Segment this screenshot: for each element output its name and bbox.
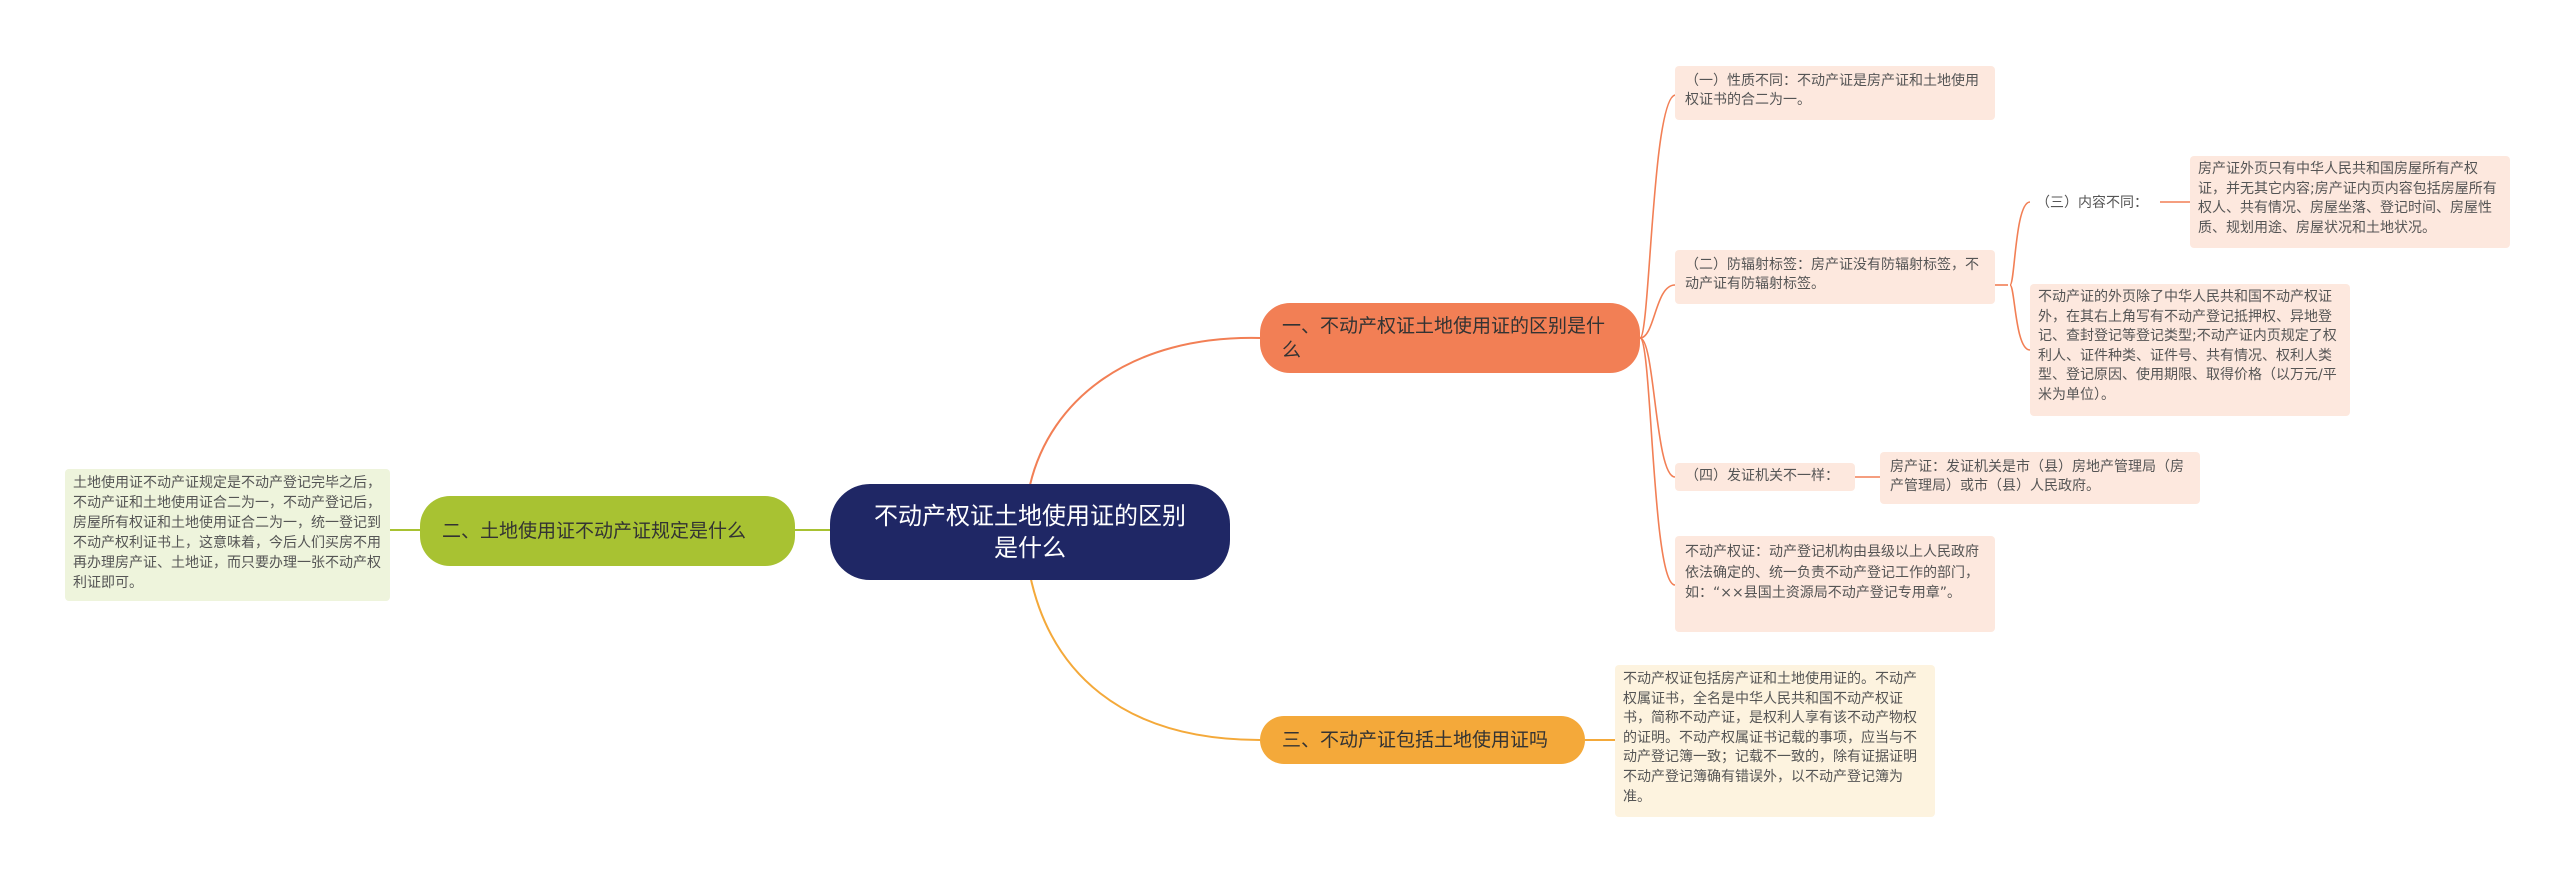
branch-regulation[interactable]: 二、土地使用证不动产证规定是什么 [420,496,795,566]
content-difference-label-text: （三）内容不同： [2036,195,2148,211]
property-cert-content-text: 房产证外页只有中华人民共和国房屋所有产权证，并无其它内容;房产证内页内容包括房屋… [2198,161,2497,236]
branch-difference[interactable]: 一、不动产权证土地使用证的区别是什么 [1260,303,1640,373]
realestate-cert-authority: 不动产权证：动产登记机构由县级以上人民政府依法确定的、统一负责不动产登记工作的部… [1675,536,1995,632]
nature-difference-text: （一）性质不同：不动产证是房产证和土地使用权证书的合二为一。 [1685,73,1979,108]
regulation-detail: 土地使用证不动产证规定是不动产登记完毕之后，不动产证和土地使用证合二为一，不动产… [65,469,390,601]
link-root-b3 [1029,574,1261,741]
link-b1-c4 [1639,337,1676,478]
includes-detail: 不动产权证包括房产证和土地使用证的。不动产权属证书，全名是中华人民共和国不动产权… [1615,665,1935,817]
radiation-label-difference: （二）防辐射标签：房产证没有防辐射标签，不动产证有防辐射标签。 [1675,250,1995,304]
nature-difference: （一）性质不同：不动产证是房产证和土地使用权证书的合二为一。 [1675,66,1995,120]
issuing-authority-label: （四）发证机关不一样： [1675,463,1855,491]
includes-detail-text: 不动产权证包括房产证和土地使用证的。不动产权属证书，全名是中华人民共和国不动产权… [1623,671,1917,805]
link-b1-c1 [1639,94,1676,339]
root-title: 不动产权证土地使用证的区别是什么 [874,502,1186,562]
property-cert-authority: 房产证：发证机关是市（县）房地产管理局（房产管理局）或市（县）人民政府。 [1880,452,2200,504]
link-b1-c5 [1639,337,1676,586]
link-b1-c2 [1639,284,1676,339]
link-root-b1 [1029,336,1261,486]
realestate-cert-authority-text: 不动产权证：动产登记机构由县级以上人民政府依法确定的、统一负责不动产登记工作的部… [1685,544,1979,601]
content-difference-label: （三）内容不同： [2030,190,2160,216]
property-cert-content: 房产证外页只有中华人民共和国房屋所有产权证，并无其它内容;房产证内页内容包括房屋… [2190,156,2510,248]
branch-includes[interactable]: 三、不动产证包括土地使用证吗 [1260,716,1585,764]
radiation-label-difference-text: （二）防辐射标签：房产证没有防辐射标签，不动产证有防辐射标签。 [1685,257,1979,292]
branch-regulation-label: 二、土地使用证不动产证规定是什么 [442,520,747,542]
realestate-cert-content: 不动产证的外页除了中华人民共和国不动产权证外，在其右上角写有不动产登记抵押权、异… [2030,284,2350,416]
branch-difference-label: 一、不动产权证土地使用证的区别是什么 [1282,315,1606,361]
link-c3-d1 [2009,201,2031,286]
property-cert-authority-text: 房产证：发证机关是市（县）房地产管理局（房产管理局）或市（县）人民政府。 [1890,459,2184,494]
root-node[interactable]: 不动产权证土地使用证的区别是什么 [830,484,1230,580]
link-c3-d2 [2009,284,2031,351]
regulation-detail-text: 土地使用证不动产证规定是不动产登记完毕之后，不动产证和土地使用证合二为一，不动产… [73,475,381,591]
branch-includes-label: 三、不动产证包括土地使用证吗 [1282,729,1549,751]
issuing-authority-label-text: （四）发证机关不一样： [1685,468,1839,484]
realestate-cert-content-text: 不动产证的外页除了中华人民共和国不动产权证外，在其右上角写有不动产登记抵押权、异… [2038,289,2337,403]
